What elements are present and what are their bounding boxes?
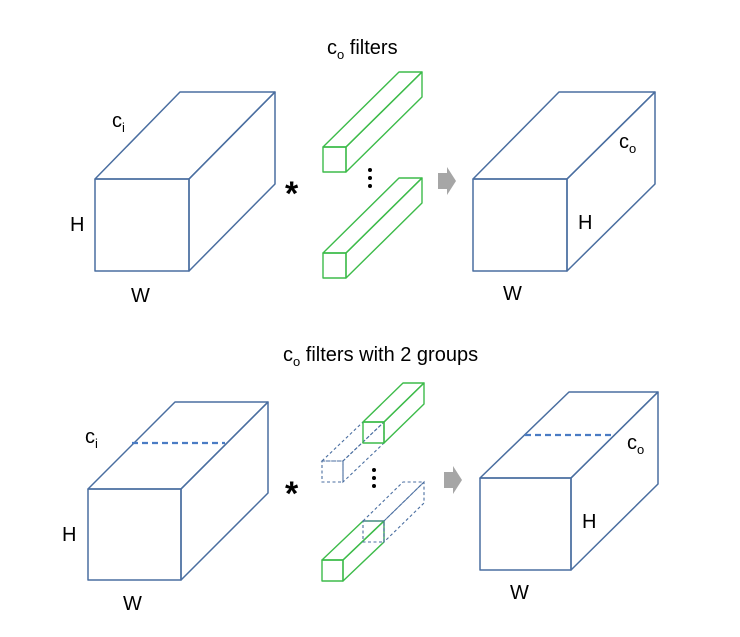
top-output-channels-label: co [619, 131, 636, 156]
bottom-filter-lower-ghost-half [361, 480, 426, 544]
top-output-front-face [472, 178, 568, 272]
top-filter-upper [322, 71, 423, 173]
top-input-volume [94, 91, 276, 272]
bottom-right-arrow-icon [444, 466, 462, 494]
top-input-width-label: W [131, 285, 150, 307]
top-output-height-label: H [578, 212, 592, 234]
bottom-input-height-label: H [62, 524, 76, 546]
top-vertical-ellipsis-icon [368, 168, 372, 188]
bottom-filter-lower-active-half [321, 520, 385, 582]
top-output-volume [472, 91, 656, 272]
bottom-output-channels-label: co [627, 432, 644, 457]
bottom-input-side-face [180, 401, 269, 581]
bottom-input-channels-label: ci [85, 426, 98, 451]
bottom-input-front-face [87, 488, 182, 581]
bottom-panel: co filters with 2 groups ci H W * [62, 344, 659, 615]
top-input-height-label: H [70, 214, 84, 236]
bottom-output-height-label: H [582, 511, 596, 533]
top-panel: co filters ci H W * [70, 37, 656, 307]
bottom-filter-upper-active-half [362, 382, 425, 444]
bottom-input-volume [87, 401, 269, 581]
top-input-side-face [188, 91, 276, 272]
top-convolution-operator: * [285, 175, 299, 213]
top-input-front-face [94, 178, 190, 272]
bottom-convolution-operator: * [285, 475, 299, 513]
bottom-output-width-label: W [510, 582, 529, 604]
bottom-title: co filters with 2 groups [283, 344, 478, 369]
bottom-filter-upper-ghost-half [320, 420, 386, 484]
top-filter-lower [322, 177, 423, 279]
top-title: co filters [327, 37, 398, 62]
bottom-vertical-ellipsis-icon [372, 468, 376, 488]
top-input-top-face [94, 91, 276, 180]
bottom-output-front-face [479, 477, 572, 571]
bottom-input-width-label: W [123, 593, 142, 615]
top-input-channels-label: ci [112, 110, 125, 135]
top-output-width-label: W [503, 283, 522, 305]
bottom-input-top-face [87, 401, 269, 490]
bottom-output-volume [479, 391, 659, 571]
bottom-output-side-face [570, 391, 659, 571]
top-output-side-face [566, 91, 656, 272]
top-right-arrow-icon [438, 167, 456, 195]
